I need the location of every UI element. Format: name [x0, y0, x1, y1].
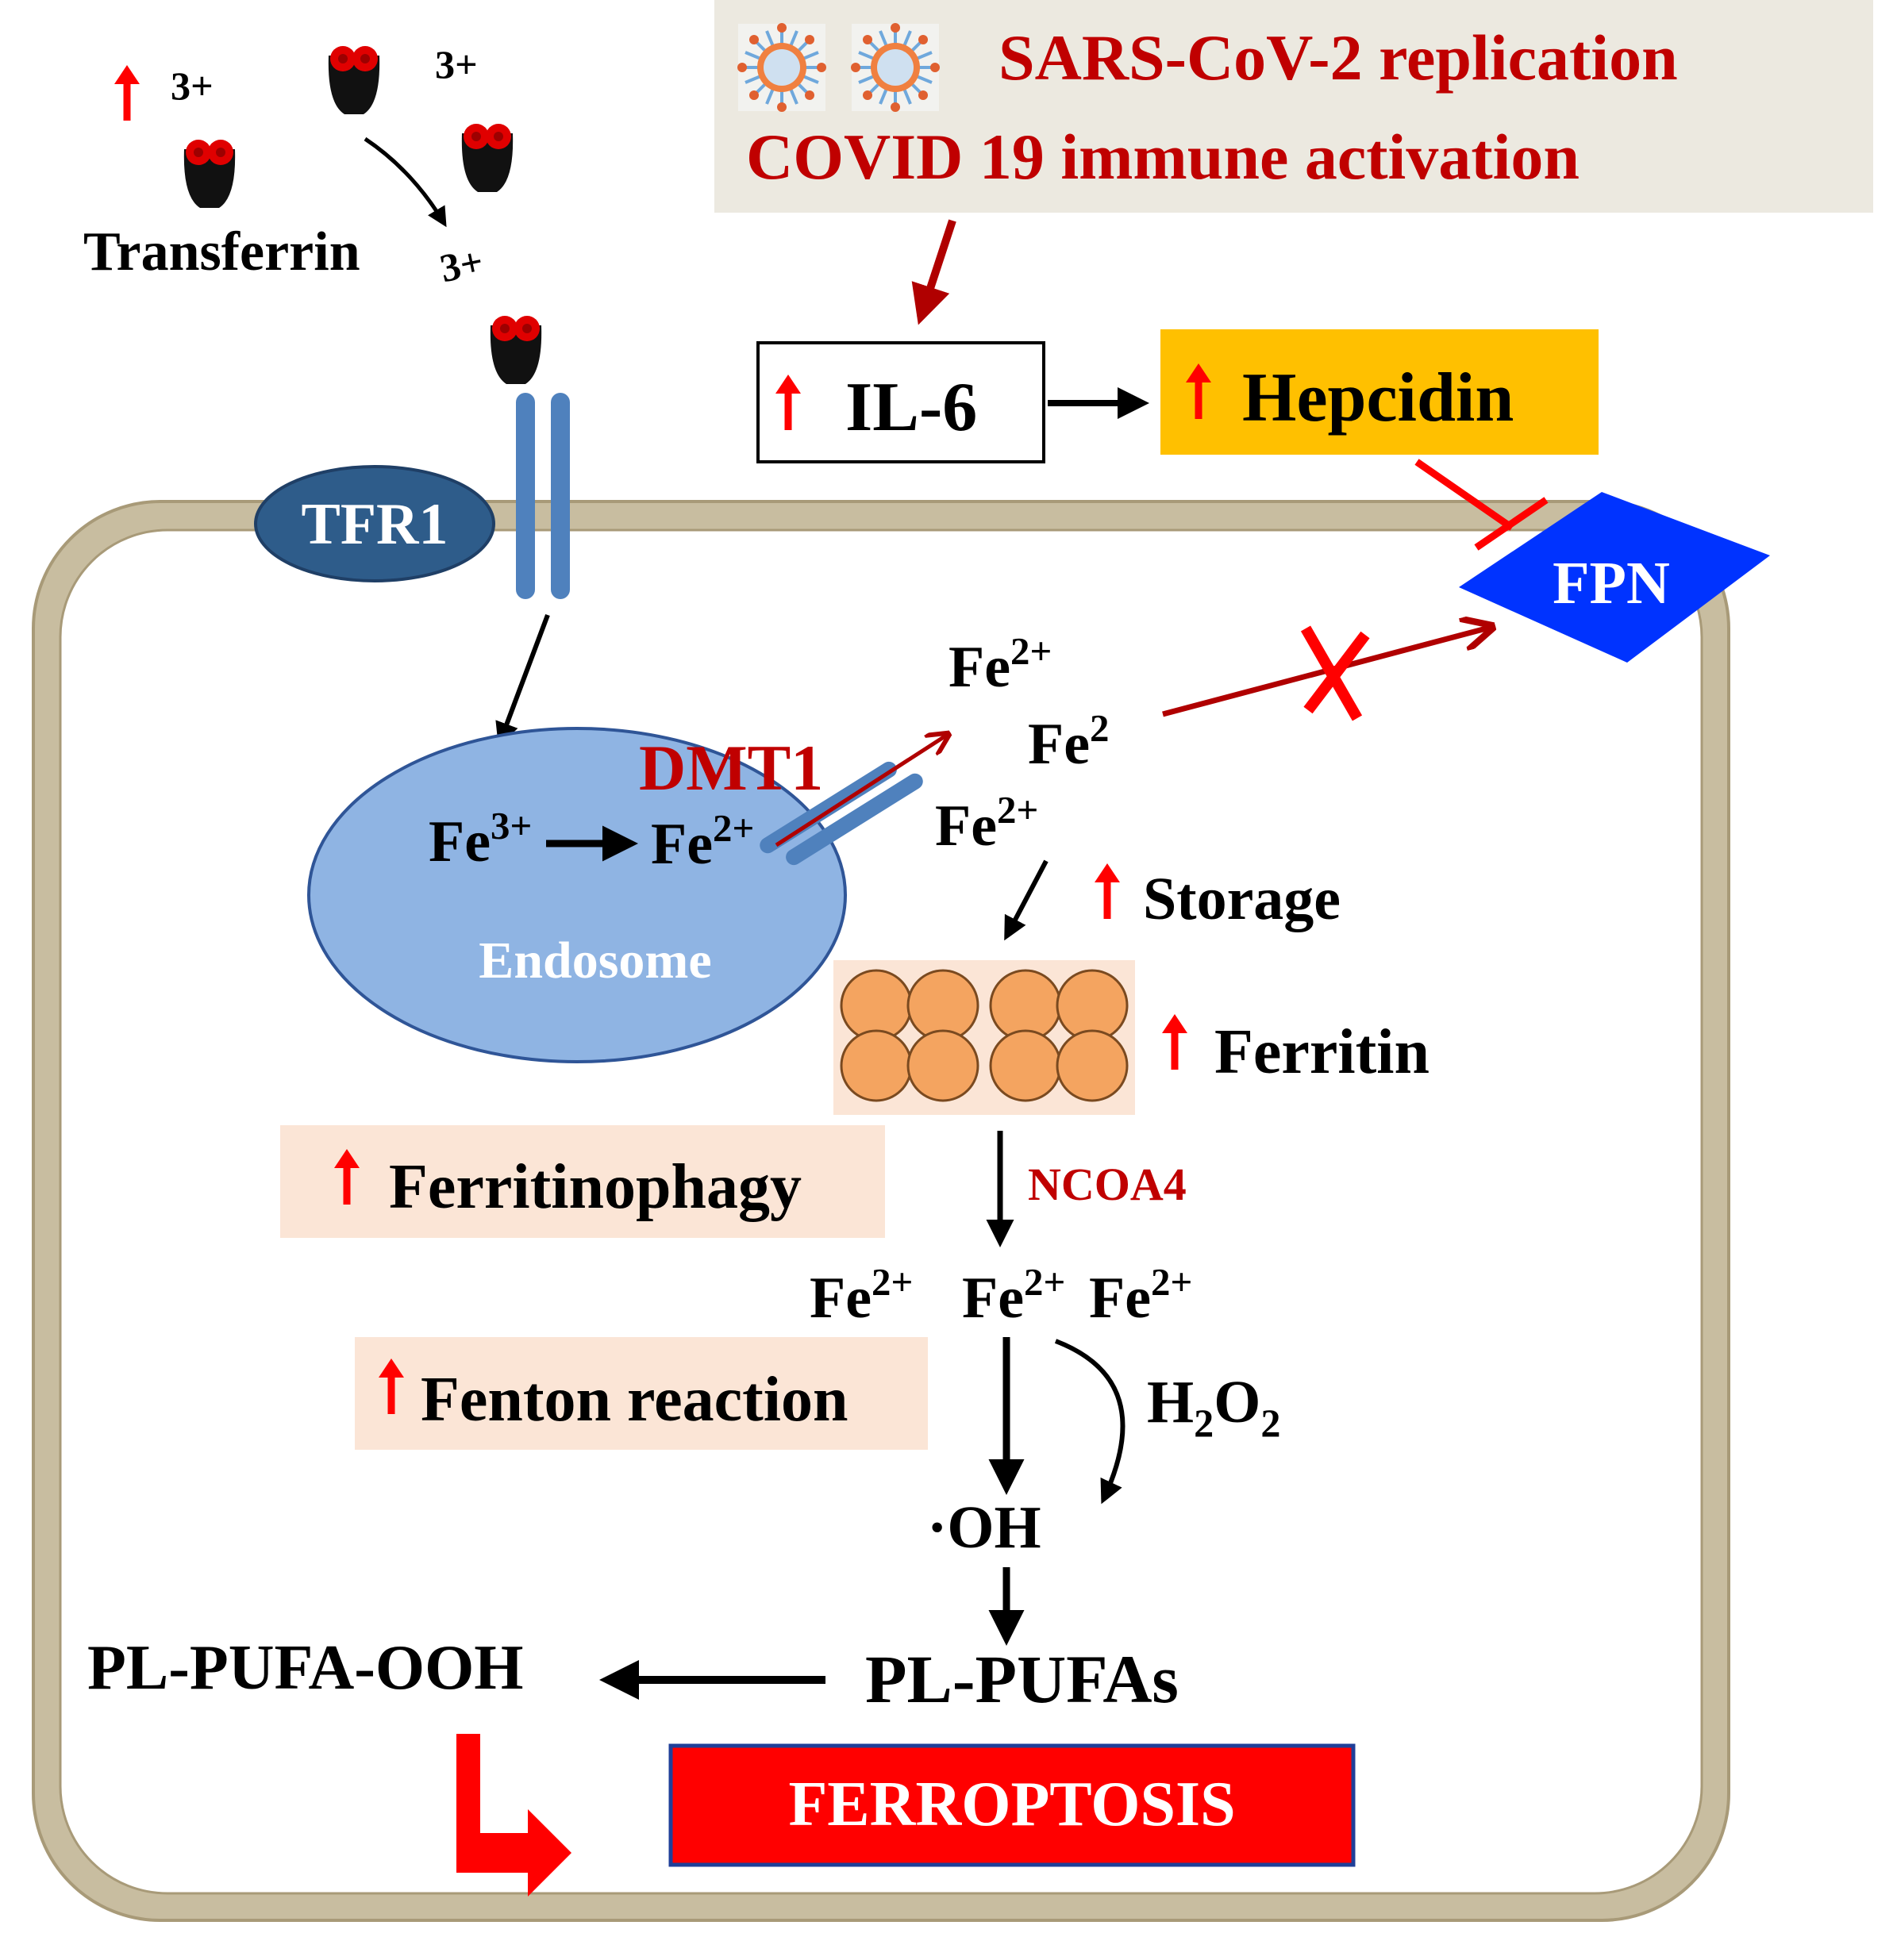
cytosol-fe2-label: Fe2: [1028, 706, 1109, 777]
il6-label: IL-6: [845, 369, 977, 446]
released-fe2-label: Fe2+: [1089, 1260, 1192, 1331]
endosome-label: Endosome: [479, 932, 711, 990]
fpn-transporter: [1459, 492, 1770, 663]
hepcidin-label: Hepcidin: [1242, 359, 1514, 436]
transferrin-label: Transferrin: [83, 221, 360, 282]
tfr1-channel-left: [516, 393, 535, 599]
fpn-label: FPN: [1553, 550, 1670, 617]
fenton-label: Fenton reaction: [421, 1365, 848, 1435]
coronavirus-icon: [849, 21, 941, 113]
tfr1-channel-right: [551, 393, 570, 599]
red-cross-icon: [1300, 625, 1370, 721]
ferritinophagy-label: Ferritinophagy: [389, 1152, 802, 1222]
h2o2-curved-arrow: [1054, 1339, 1126, 1505]
ncoa4-label: NCOA4: [1028, 1159, 1187, 1210]
cytosol-fe2-label: Fe2+: [948, 629, 1052, 700]
banner-replication-text: SARS-CoV-2 replication: [999, 21, 1678, 94]
endosome: [307, 727, 847, 1063]
up-arrow-icon: [114, 65, 140, 121]
released-fe2-label: Fe2+: [810, 1260, 913, 1331]
fe3-label-extracellular: 3+: [171, 63, 214, 108]
coronavirus-icon: [736, 21, 828, 113]
fenton-box: [355, 1337, 928, 1450]
dmt1-label: DMT1: [639, 732, 823, 804]
fe3-label-extracellular: 3+: [435, 42, 478, 86]
bent-arrow-icon: [456, 1734, 571, 1897]
storage-label: Storage: [1143, 866, 1341, 932]
hydroxyl-radical-label: ·OH: [927, 1494, 1041, 1561]
ferritin-label: Ferritin: [1214, 1017, 1429, 1087]
ferritinophagy-box: [280, 1125, 885, 1238]
activation-arrow: [911, 219, 956, 325]
storage-arrow: [1004, 859, 1049, 941]
inhibition-bar-icon: [1474, 497, 1549, 551]
fe3-label-extracellular: 3+: [436, 238, 487, 290]
dmt1-channel: [760, 761, 923, 866]
endocytosis-arrow: [495, 613, 550, 747]
transferrin-icon: [328, 46, 380, 114]
transferrin-icon: [183, 140, 236, 208]
released-fe2-label: Fe2+: [962, 1260, 1065, 1331]
transferrin-icon: [490, 316, 542, 384]
transferrin-icon: [461, 124, 514, 192]
endosome-fe2-label: Fe2+: [651, 806, 754, 877]
h2o2-label: H2O2: [1147, 1369, 1280, 1445]
pl-pufa-ooh-label: PL-PUFA-OOH: [87, 1633, 524, 1703]
dmt1-export-arrow: [775, 734, 948, 847]
endosome-fe3-label: Fe3+: [429, 804, 532, 874]
hepcidin-box: [1160, 329, 1599, 455]
pl-pufas-label: PL-PUFAs: [865, 1641, 1179, 1717]
tfr1-label: TFR1: [302, 492, 448, 557]
tfr1-receptor: [254, 465, 495, 582]
banner-immune-text: COVID 19 immune activation: [746, 121, 1580, 193]
transferrin-binding-arrow: [364, 136, 447, 228]
il6-box: [756, 341, 1045, 463]
cytosol-fe2-label: Fe2+: [935, 788, 1038, 859]
inhibition-line: [1414, 459, 1514, 531]
ferroptosis-label: FERROPTOSIS: [788, 1770, 1235, 1839]
ferroptosis-box: [668, 1743, 1356, 1867]
